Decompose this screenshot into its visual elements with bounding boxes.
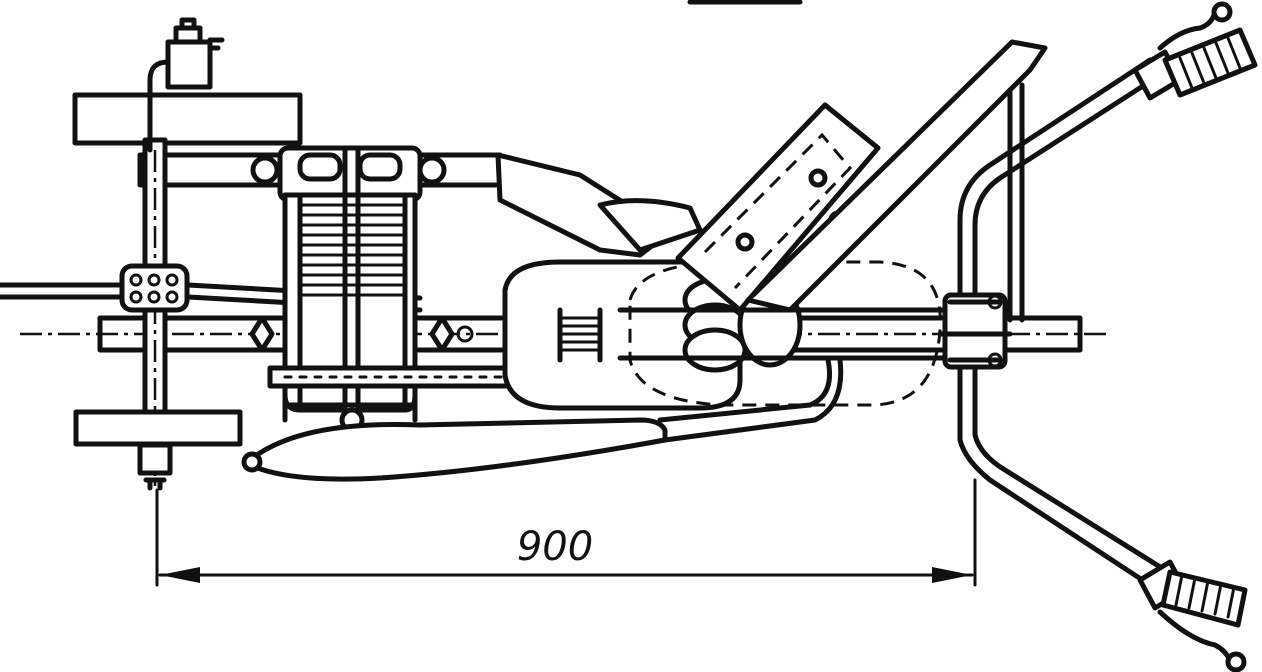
exhaust-muffler	[241, 357, 844, 482]
inclined-frame	[495, 39, 1048, 323]
dimension-label: 900	[517, 524, 593, 570]
handlebar	[937, 1, 1258, 672]
bracket-plate	[675, 102, 881, 313]
chain-rail	[267, 365, 558, 389]
handlebar-clamp	[942, 292, 1008, 370]
grip-top	[1132, 1, 1258, 101]
lever-arm	[745, 39, 1048, 313]
tank-outline-hidden	[628, 260, 942, 407]
dimension-900: 900	[155, 478, 977, 587]
grip-bottom	[1137, 559, 1248, 672]
arrowhead-left	[160, 567, 200, 583]
engine-body	[502, 259, 953, 411]
bottom-plate	[73, 409, 243, 447]
top-plate	[72, 92, 303, 146]
arrowhead-right	[932, 567, 972, 583]
fuel-tap	[165, 39, 213, 90]
